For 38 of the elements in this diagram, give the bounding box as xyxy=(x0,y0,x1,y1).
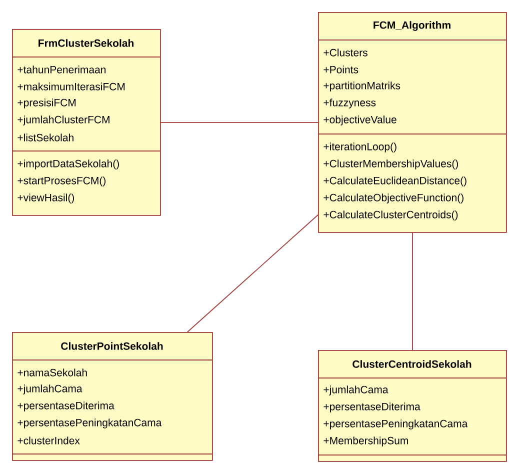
method-text: +viewHasil() xyxy=(18,194,74,204)
attribute-text: +Points xyxy=(324,66,358,74)
attribute-text: +clusterIndex xyxy=(18,436,80,444)
attribute-text: +MembershipSum xyxy=(324,436,408,446)
attribute-text: +tahunPenerimaan xyxy=(18,66,106,74)
attribute-text: +jumlahClusterFCM xyxy=(18,116,110,126)
method-text: +CalculateClusterCentroids() xyxy=(324,210,458,220)
attribute-text: +fuzzyness xyxy=(324,98,376,108)
attribute-text: +maksimumIterasiFCM xyxy=(18,82,125,90)
method-text: +startProsesFCM() xyxy=(18,176,106,186)
method-text: +importDataSekolah() xyxy=(18,160,119,170)
class-box xyxy=(318,350,507,462)
method-text: +ClusterMembershipValues() xyxy=(324,160,458,170)
attribute-text: +partitionMatriks xyxy=(324,82,400,92)
class-name: FCM_Algorithm xyxy=(374,21,450,31)
method-text: +CalculateEuclideanDistance() xyxy=(324,176,466,186)
connector-line xyxy=(160,122,318,123)
attribute-text: +persentaseDiterima xyxy=(18,402,114,412)
method-text: +CalculateObjectiveFunction() xyxy=(324,194,464,204)
attribute-text: +namaSekolah xyxy=(18,368,87,376)
attribute-text: +presisiFCM xyxy=(18,98,76,108)
attribute-text: +listSekolah xyxy=(18,134,74,142)
class-box xyxy=(318,12,507,233)
attribute-text: +jumlahCama xyxy=(324,386,388,396)
class-name: ClusterCentroidSekolah xyxy=(352,360,472,368)
class-name: ClusterPointSekolah xyxy=(61,342,163,350)
attribute-text: +persentaseDiterima xyxy=(324,402,420,412)
class-box xyxy=(12,332,213,461)
class-name: FrmClusterSekolah xyxy=(38,39,134,47)
connector-line xyxy=(187,214,318,332)
method-text: +iterationLoop() xyxy=(324,142,396,152)
attribute-text: +persentasePeningkatanCama xyxy=(18,418,162,428)
class-box xyxy=(12,29,161,216)
attribute-text: +Clusters xyxy=(324,48,368,56)
attribute-text: +persentasePeningkatanCama xyxy=(324,420,468,430)
attribute-text: +objectiveValue xyxy=(324,116,396,126)
attribute-text: +jumlahCama xyxy=(18,384,82,394)
connector-line xyxy=(412,232,413,350)
